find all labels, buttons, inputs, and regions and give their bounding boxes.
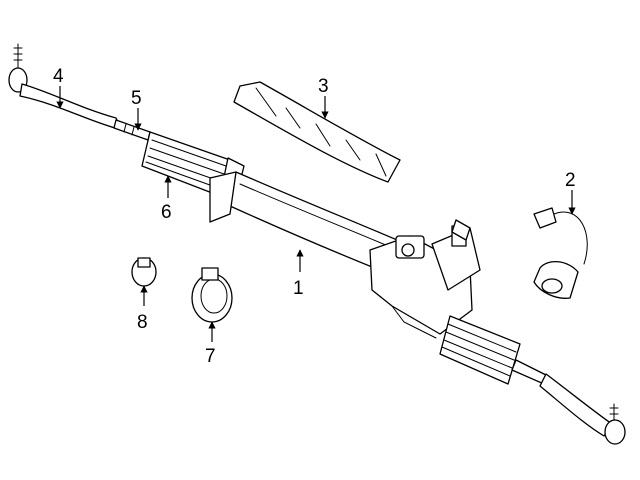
boot-clamp-large bbox=[191, 267, 233, 323]
right-tie-rod bbox=[511, 359, 626, 445]
heat-shield bbox=[233, 81, 401, 183]
callout-7: 7 bbox=[205, 346, 216, 367]
callout-8: 8 bbox=[137, 312, 148, 333]
callout-3: 3 bbox=[318, 76, 329, 97]
boot-clamp-small bbox=[131, 257, 157, 287]
callout-5: 5 bbox=[131, 88, 142, 109]
right-rack-boot bbox=[439, 315, 521, 385]
callout-1: 1 bbox=[293, 278, 304, 299]
callout-2: 2 bbox=[565, 170, 576, 191]
steering-rack-housing bbox=[209, 171, 481, 339]
left-outer-tie-rod-end bbox=[8, 43, 123, 131]
callout-6: 6 bbox=[161, 202, 172, 223]
callout-4: 4 bbox=[53, 66, 64, 87]
leader-lines bbox=[56, 86, 576, 342]
inner-tie-rod bbox=[113, 119, 151, 141]
steering-sensor bbox=[533, 207, 588, 299]
